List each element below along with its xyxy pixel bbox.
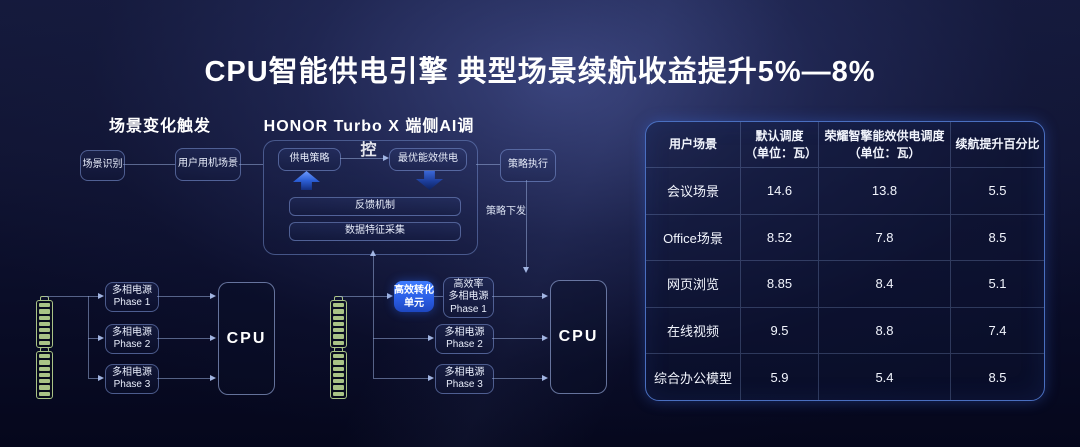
- arrowhead-right-icon: [98, 335, 104, 341]
- strategy-dispatch-label: 策略下发: [486, 206, 526, 217]
- cell-default-watt: 9.5: [741, 307, 819, 354]
- cell-gain-pct: 8.5: [988, 369, 1007, 385]
- arrowhead-right-icon: [210, 335, 216, 341]
- page-title: CPU智能供电引擎 典型场景续航收益提升5%—8%: [204, 56, 876, 88]
- cell-honor-watt: 7.8: [819, 214, 951, 261]
- connector-line: [157, 338, 211, 339]
- honor-phase1-node: 高效率 多相电源 Phase 1: [443, 277, 494, 318]
- cell-scene: 综合办公模型: [646, 354, 741, 400]
- connector-line: [339, 296, 388, 297]
- cell-default-watt: 8.85: [741, 261, 819, 307]
- arrowhead-right-icon: [542, 375, 548, 381]
- table-row: 网页浏览 8.85 8.4 5.1: [646, 261, 1044, 308]
- dispatch-line: [526, 180, 527, 267]
- arrowhead-right-icon: [542, 293, 548, 299]
- honor-phase2-node: 多相电源 Phase 2: [435, 324, 494, 354]
- cell-scene: 在线视频: [646, 307, 741, 354]
- arrow-up-icon: [293, 171, 320, 190]
- arrowhead-right-icon: [98, 375, 104, 381]
- col-header-scene: 用户场景: [646, 122, 741, 167]
- connector-line: [373, 296, 374, 378]
- table-header-row: 用户场景 默认调度 （单位：瓦） 荣耀智擎能效供电调度 （单位：瓦） 续航提升百…: [646, 122, 1044, 168]
- arrowhead-right-icon: [428, 335, 434, 341]
- honor-cpu-node: CPU: [550, 280, 607, 394]
- arrowhead-right-icon: [387, 293, 393, 299]
- connector-line: [434, 296, 443, 297]
- connector-line: [45, 296, 99, 297]
- col-header-gain: 续航提升百分比: [955, 137, 1040, 152]
- connector-line: [373, 378, 429, 379]
- arrowhead-up-icon: [370, 250, 376, 256]
- arrowhead-down-icon: [523, 267, 529, 273]
- default-phase2-node: 多相电源 Phase 2: [105, 324, 159, 354]
- arrowhead-right-icon: [542, 335, 548, 341]
- table-row: Office场景 8.52 7.8 8.5: [646, 214, 1044, 262]
- default-phase1-node: 多相电源 Phase 1: [105, 282, 159, 312]
- table-row: 在线视频 9.5 8.8 7.4: [646, 307, 1044, 355]
- table-row: 综合办公模型 5.9 5.4 8.5: [646, 354, 1044, 400]
- power-strategy-node: 供电策略: [278, 148, 341, 171]
- connector-line: [88, 378, 99, 379]
- scene-recognition-node: 场景识别: [80, 150, 125, 181]
- connector-line: [88, 296, 89, 378]
- connector-line: [239, 164, 263, 165]
- default-cpu-node: CPU: [218, 282, 275, 395]
- default-phase3-node: 多相电源 Phase 3: [105, 364, 159, 394]
- cell-honor-watt: 8.8: [819, 307, 951, 354]
- connector-line: [88, 338, 99, 339]
- optimal-power-node: 最优能效供电: [389, 148, 467, 171]
- ai-heading: HONOR Turbo X 端侧AI调控: [263, 118, 475, 159]
- feedback-node: 反馈机制: [289, 197, 461, 216]
- cell-honor-watt: 13.8: [819, 168, 951, 214]
- battery-icon: [36, 296, 53, 348]
- cell-gain-pct: 5.5: [988, 183, 1007, 199]
- arrow-down-icon: [416, 171, 443, 190]
- arrowhead-right-icon: [383, 155, 389, 161]
- arrowhead-right-icon: [210, 293, 216, 299]
- table-row: 会议场景 14.6 13.8 5.5: [646, 168, 1044, 215]
- cell-honor-watt: 8.4: [819, 261, 951, 307]
- cell-scene: 网页浏览: [646, 261, 741, 307]
- data-collection-node: 数据特征采集: [289, 222, 461, 241]
- cell-scene: Office场景: [646, 214, 741, 261]
- cell-default-watt: 5.9: [741, 354, 819, 400]
- connector-line: [492, 378, 543, 379]
- cell-gain-pct: 8.5: [988, 229, 1007, 245]
- cell-default-watt: 14.6: [741, 168, 819, 214]
- cell-gain-pct: 5.1: [988, 276, 1007, 292]
- honor-phase3-node: 多相电源 Phase 3: [435, 364, 494, 394]
- cell-default-watt: 8.52: [741, 214, 819, 261]
- connector-line: [492, 296, 543, 297]
- cell-gain-pct: 7.4: [988, 323, 1007, 339]
- cell-scene: 会议场景: [646, 168, 741, 214]
- arrowhead-right-icon: [210, 375, 216, 381]
- connector-line: [157, 296, 211, 297]
- feedback-up-line: [373, 254, 374, 296]
- connector-line: [492, 338, 543, 339]
- trigger-heading: 场景变化触发: [108, 118, 211, 135]
- battery-icon: [36, 347, 53, 399]
- cell-honor-watt: 5.4: [819, 354, 951, 400]
- scenario-table: 用户场景 默认调度 （单位：瓦） 荣耀智擎能效供电调度 （单位：瓦） 续航提升百…: [645, 121, 1045, 401]
- arrowhead-right-icon: [98, 293, 104, 299]
- converter-unit-node: 高效转化 单元: [394, 281, 434, 312]
- connector-line: [340, 158, 384, 159]
- user-scenario-node: 用户用机场景: [175, 148, 241, 181]
- col-header-default: 默认调度 （单位：瓦）: [741, 122, 819, 167]
- connector-line: [373, 338, 429, 339]
- connector-line: [123, 164, 175, 165]
- col-header-honor: 荣耀智擎能效供电调度 （单位：瓦）: [819, 122, 951, 167]
- ai-control-container: 供电策略 最优能效供电 反馈机制 数据特征采集: [263, 140, 478, 255]
- battery-icon: [330, 347, 347, 399]
- arrowhead-right-icon: [428, 375, 434, 381]
- strategy-execution-node: 策略执行: [500, 149, 556, 182]
- battery-icon: [330, 296, 347, 348]
- connector-line: [157, 378, 211, 379]
- connector-line: [476, 164, 500, 165]
